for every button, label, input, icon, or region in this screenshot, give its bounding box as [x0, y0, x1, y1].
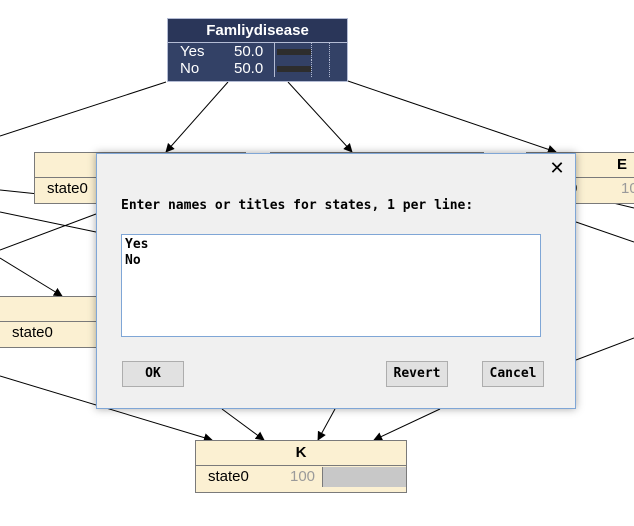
edge: [575, 337, 634, 361]
node-state-row: state0 100: [196, 466, 406, 488]
node-title: [0, 297, 109, 322]
edge: [0, 257, 63, 297]
ok-button[interactable]: OK: [122, 361, 184, 387]
state-meter-fill: [277, 66, 311, 72]
meter-tick: [311, 43, 312, 60]
meter-tick: [329, 43, 330, 60]
edge: [317, 408, 336, 441]
cancel-button[interactable]: Cancel: [482, 361, 544, 387]
state-bar: [322, 467, 406, 487]
node-k[interactable]: K state0 100: [195, 440, 407, 493]
edge: [287, 81, 353, 153]
state-label: No: [180, 60, 200, 77]
edge: [0, 81, 167, 137]
edge: [575, 221, 634, 243]
meter-tick: [329, 60, 330, 77]
close-icon[interactable]: ✕: [549, 158, 565, 178]
state-meter: [274, 60, 347, 77]
state-value: 50.0: [234, 43, 264, 60]
edge: [0, 213, 97, 251]
state-value: 50.0: [234, 60, 264, 77]
meter-tick: [311, 60, 312, 77]
node-state-row-no: No 50.0: [168, 60, 347, 77]
dialog-prompt: Enter names or titles for states, 1 per …: [121, 198, 474, 213]
node-title-text: E: [616, 156, 627, 173]
node-title: E: [527, 153, 634, 178]
state-value: 10: [621, 180, 634, 197]
state-label: state0: [47, 180, 88, 197]
state-label: state0: [12, 324, 53, 341]
edge: [373, 408, 441, 441]
state-label: Yes: [180, 43, 205, 60]
state-meter-fill: [277, 49, 311, 55]
state-names-dialog: ✕ Enter names or titles for states, 1 pe…: [96, 153, 576, 409]
state-value: 100: [290, 468, 316, 485]
edge: [0, 211, 97, 233]
node-left-mid[interactable]: state0: [0, 296, 110, 348]
node-state-row: state0: [35, 178, 245, 200]
node-state-row-yes: Yes 50.0: [168, 43, 347, 60]
state-names-textarea[interactable]: [121, 234, 541, 337]
node-famliydisease[interactable]: Famliydisease Yes 50.0 No 50.0: [167, 18, 348, 82]
state-meter: [274, 43, 347, 60]
node-state-row: state0: [0, 322, 109, 344]
edge: [221, 408, 265, 441]
revert-button[interactable]: Revert: [386, 361, 448, 387]
edge: [165, 81, 229, 153]
state-label: state0: [208, 468, 249, 485]
edge: [344, 79, 557, 154]
node-title: Famliydisease: [168, 19, 347, 43]
node-title: K: [196, 441, 406, 466]
